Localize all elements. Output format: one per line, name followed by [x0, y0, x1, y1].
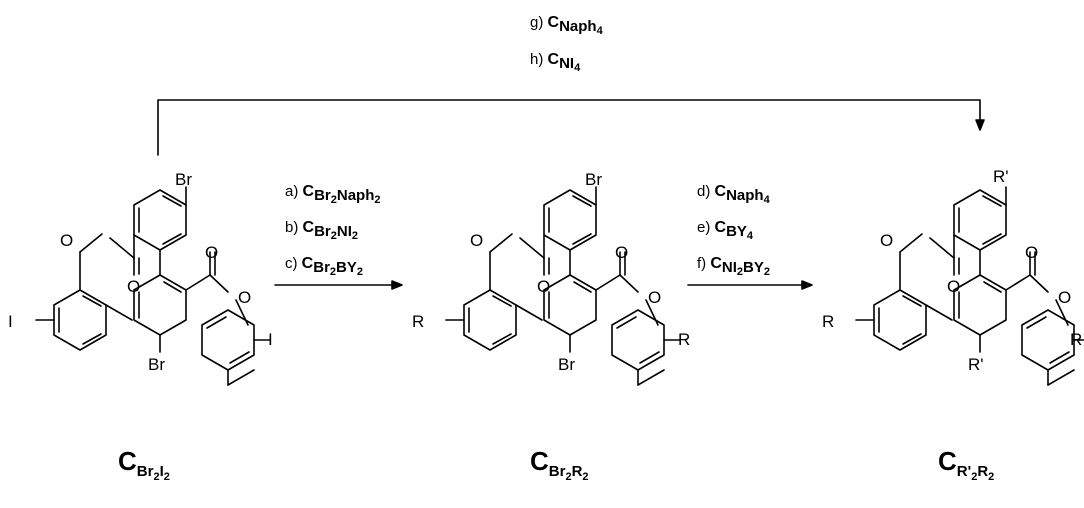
mol3-right-substituent: R — [1070, 330, 1082, 349]
mol3-ester-o2: O — [1058, 288, 1071, 307]
condition-f: f) CNI2BY2 — [697, 255, 770, 278]
mol2-ester-o1: O — [470, 231, 483, 250]
mol3-carbonyl-o1: O — [947, 277, 960, 296]
mol2-bottom-substituent: Br — [558, 355, 575, 374]
mol1-bottom-substituent: Br — [148, 355, 165, 374]
compound-label-3: CR'2R2 — [938, 446, 994, 483]
condition-a: a) CBr2Naph2 — [285, 183, 381, 206]
mol3-ester-o1: O — [880, 231, 893, 250]
mol2-ester-o2: O — [648, 288, 661, 307]
mol1-carbonyl-o1: O — [127, 277, 140, 296]
step2-arrow — [687, 280, 813, 290]
mol3-bottom-substituent: R' — [968, 355, 984, 374]
compound-label-2: CBr2R2 — [530, 446, 589, 483]
mol2-carbonyl-o1: O — [537, 277, 550, 296]
condition-g: g) CNaph4 — [530, 14, 604, 37]
condition-b: b) CBr2NI2 — [285, 219, 358, 242]
mol2-right-substituent: R — [678, 330, 690, 349]
mol1-ester-o2: O — [238, 288, 251, 307]
top-route-arrow — [157, 99, 985, 156]
mol1-left-substituent: I — [8, 312, 13, 331]
condition-d: d) CNaph4 — [697, 183, 771, 206]
mol3-top-substituent: R' — [993, 167, 1009, 186]
mol1-ester-o1: O — [60, 231, 73, 250]
mol3-carbonyl-o2: O — [1025, 243, 1038, 262]
mol1-right-substituent: I — [268, 330, 273, 349]
mol2-left-substituent: R — [412, 312, 424, 331]
step1-arrow — [274, 280, 403, 290]
mol2-carbonyl-o2: O — [615, 243, 628, 262]
mol2-top-substituent: Br — [585, 170, 602, 189]
mol1-carbonyl-o2: O — [205, 243, 218, 262]
compound-label-1: CBr2I2 — [118, 446, 170, 483]
condition-e: e) CBY4 — [697, 219, 754, 242]
mol3-left-substituent: R — [822, 312, 834, 331]
condition-h: h) CNI4 — [530, 51, 581, 74]
condition-c: c) CBr2BY2 — [285, 255, 363, 278]
mol1-top-substituent: Br — [175, 170, 192, 189]
